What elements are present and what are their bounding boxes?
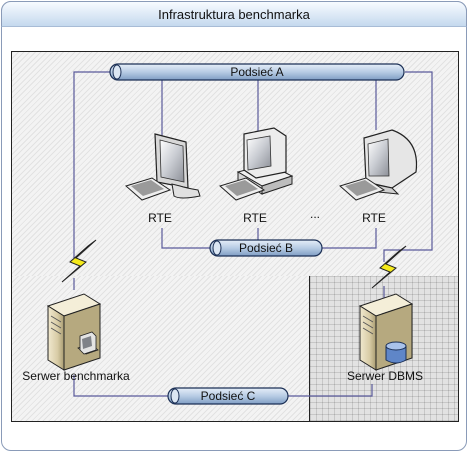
link-b-rte3 <box>322 228 377 249</box>
benchmark-server-node <box>46 293 102 371</box>
database-icon <box>385 341 407 364</box>
rte-2-label: RTE <box>243 211 267 225</box>
link-a-benchmark <box>73 71 110 258</box>
bus-a <box>109 63 405 81</box>
link-c-benchmark <box>73 375 168 397</box>
bus-b-label: Podsieć B <box>238 241 294 255</box>
rte-2-workstation <box>218 127 294 201</box>
benchmark-server-label: Serwer benchmarka <box>22 369 130 383</box>
rte-3-label: RTE <box>362 211 386 225</box>
bus-a-label: Podsieć A <box>230 65 284 79</box>
keyboard-icon <box>218 177 266 201</box>
link-c-dbms <box>288 384 373 397</box>
link-b-rte1 <box>161 228 210 249</box>
bus-c-label: Podsieć C <box>200 389 256 403</box>
lightning-link-icon <box>61 239 97 283</box>
connection-lines <box>73 71 433 397</box>
crt-monitor-icon <box>363 129 418 195</box>
rte-1-workstation <box>124 133 201 201</box>
desktop-pc-icon <box>236 127 294 195</box>
diagram-title: Infrastruktura benchmarka <box>1 1 467 27</box>
dbms-server-label: Serwer DBMS <box>346 369 424 383</box>
desktop-pc-icon <box>77 331 99 355</box>
keyboard-icon <box>124 177 172 201</box>
link-a-dbms <box>383 71 433 262</box>
ellipsis-label: ... <box>309 207 321 221</box>
title-text: Infrastruktura benchmarka <box>158 6 310 22</box>
lightning-link-icon <box>371 245 407 289</box>
lcd-monitor-icon <box>154 133 201 199</box>
dbms-server-node <box>358 293 414 371</box>
rte-3-workstation <box>338 129 418 201</box>
bus-b <box>209 239 323 257</box>
bus-c <box>167 387 289 405</box>
rte-1-label: RTE <box>148 211 172 225</box>
keyboard-icon <box>338 177 386 201</box>
